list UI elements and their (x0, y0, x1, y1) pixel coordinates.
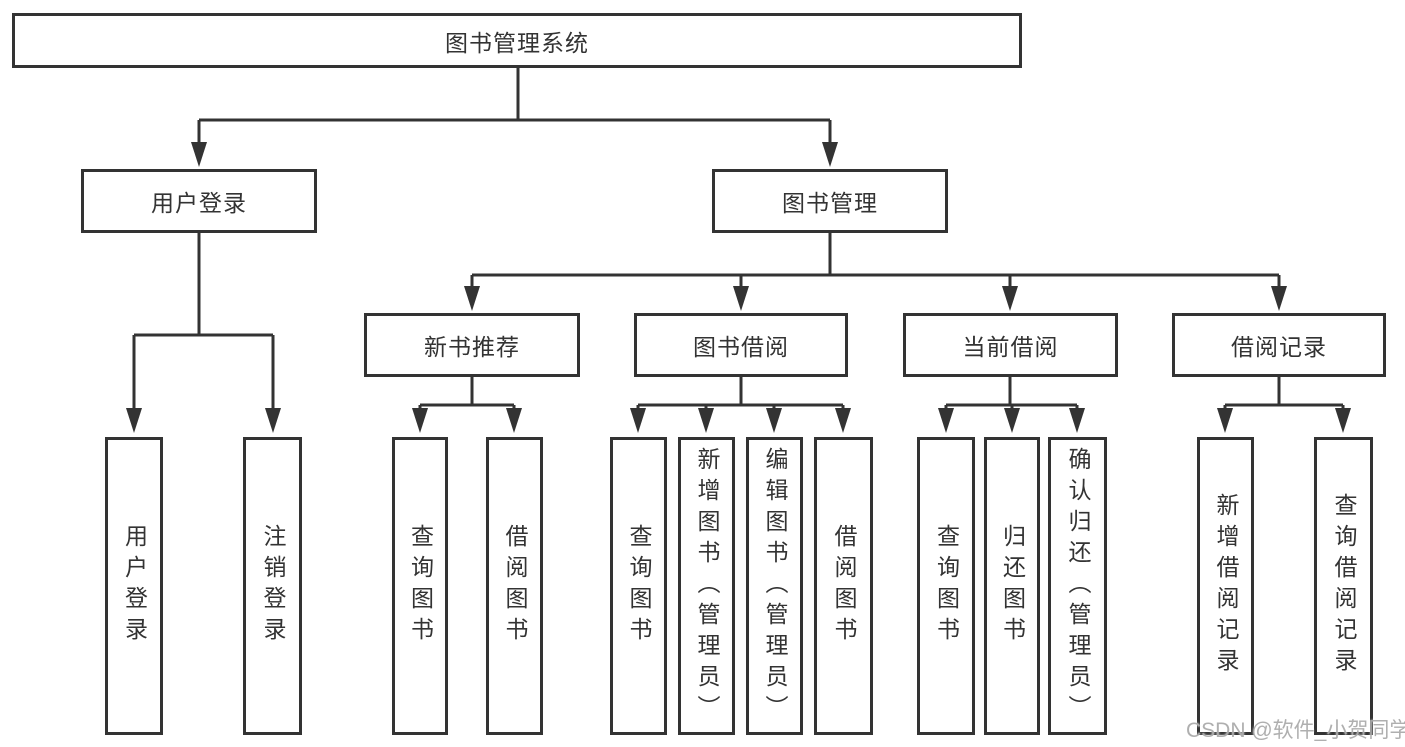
node-label: 查询图书 (626, 524, 652, 648)
node-label: 图书管理系统 (445, 29, 589, 56)
node-current-borrowing: 当前借阅 (903, 313, 1118, 377)
leaf-query-borrow-record: 查询借阅记录 (1314, 437, 1373, 735)
node-label: 借阅记录 (1231, 334, 1327, 360)
node-book-management: 图书管理 (712, 169, 948, 233)
node-label: 新书推荐 (424, 334, 520, 360)
leaf-logout: 注销登录 (243, 437, 302, 735)
node-user-login: 用户登录 (81, 169, 317, 233)
node-label: 查询图书 (933, 524, 960, 648)
leaf-confirm-return-admin: 确认归还（管理员） (1048, 437, 1107, 735)
node-label: 编辑图书（管理员） (762, 446, 788, 726)
connector-arrowheads (126, 142, 1351, 433)
leaf-query-books-current: 查询图书 (917, 437, 975, 735)
csdn-watermark: CSDN @软件_小贺同学 (1186, 719, 1405, 742)
node-label: 注销登录 (260, 524, 286, 648)
node-label: 借阅图书 (502, 524, 528, 648)
node-label: 查询借阅记录 (1331, 493, 1357, 679)
leaf-return-books: 归还图书 (984, 437, 1040, 735)
leaf-borrow-books-recommend: 借阅图书 (486, 437, 543, 735)
node-label: 确认归还（管理员） (1065, 446, 1091, 726)
leaf-user-login: 用户登录 (105, 437, 163, 735)
node-label: 图书借阅 (693, 334, 789, 360)
node-library-management-system: 图书管理系统 (12, 13, 1022, 68)
node-label: 归还图书 (999, 524, 1026, 648)
node-label: 新增图书（管理员） (694, 446, 720, 726)
leaf-edit-books-admin: 编辑图书（管理员） (746, 437, 803, 735)
node-borrowing-records: 借阅记录 (1172, 313, 1386, 377)
node-label: 借阅图书 (831, 524, 857, 648)
node-label: 新增借阅记录 (1213, 493, 1239, 679)
leaf-query-books-recommend: 查询图书 (392, 437, 448, 735)
leaf-query-books-borrow: 查询图书 (610, 437, 667, 735)
node-book-borrowing: 图书借阅 (634, 313, 848, 377)
node-label: 用户登录 (151, 190, 247, 216)
node-label: 当前借阅 (962, 334, 1059, 360)
node-new-book-recommendation: 新书推荐 (364, 313, 580, 377)
leaf-add-books-admin: 新增图书（管理员） (678, 437, 735, 735)
leaf-borrow-books: 借阅图书 (814, 437, 873, 735)
node-label: 图书管理 (782, 190, 878, 216)
node-label: 用户登录 (121, 524, 148, 648)
node-label: 查询图书 (407, 524, 434, 648)
leaf-add-borrow-record: 新增借阅记录 (1197, 437, 1254, 735)
